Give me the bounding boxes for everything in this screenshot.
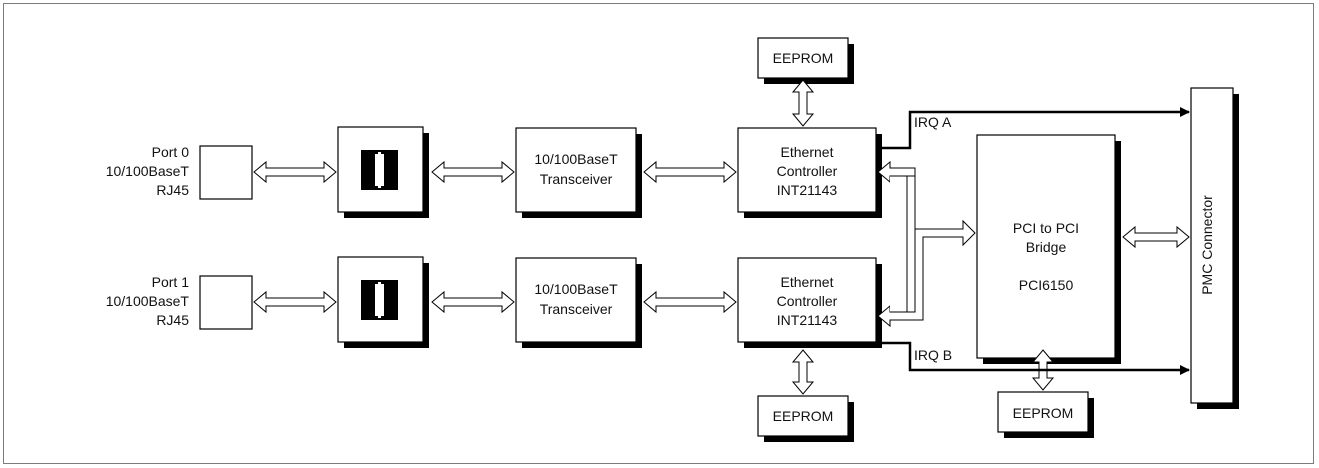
eeprom-bottom-controller: EEPROM [757,395,854,442]
transceiver-0: 10/100BaseT Transceiver [515,127,642,218]
port-0-label: Port 0 10/100BaseT RJ45 [106,144,190,198]
ethernet-controller-0: Ethernet Controller INT21143 [737,127,882,218]
transceiver-1-line-2: Transceiver [540,301,613,317]
arrow-transceiver-0-to-controller [643,160,737,184]
port-1-line-1: Port 1 [152,274,190,290]
pmc-connector: PMC Connector [1190,87,1239,409]
controller-1-line-3: INT21143 [777,312,838,328]
arrow-magnetics-0-to-transceiver [431,160,515,184]
bridge-line-1: PCI to PCI [1013,220,1079,236]
arrow-magnetics-1-to-transceiver [431,290,515,314]
controller-1-line-2: Controller [777,293,838,309]
port-0-line-1: Port 0 [152,144,190,160]
magnetics-0 [337,126,429,218]
arrow-controller-1-to-eeprom-bottom [791,349,815,395]
arrow-controllers-to-bridge-bus [877,160,976,328]
ethernet-controller-1: Ethernet Controller INT21143 [737,257,882,348]
controller-1-line-1: Ethernet [781,274,834,290]
port-0-line-2: 10/100BaseT [106,163,190,179]
rj45-port-1-box [199,275,253,330]
port-1-line-2: 10/100BaseT [106,293,190,309]
rj45-port-0-box [199,145,253,200]
bridge-line-2: Bridge [1026,239,1067,255]
transceiver-1-line-1: 10/100BaseT [534,281,618,297]
controller-0-line-3: INT21143 [777,182,838,198]
transformer-icon [361,280,398,320]
port-0-line-3: RJ45 [156,182,189,198]
irq-a-label: IRQ A [914,114,952,130]
controller-0-line-2: Controller [777,163,838,179]
port-1-label: Port 1 10/100BaseT RJ45 [106,274,190,328]
arrow-bridge-to-pmc [1122,225,1190,249]
eeprom-top-label: EEPROM [773,50,834,66]
arrow-rj45-1-to-magnetics [253,290,337,314]
controller-0-line-1: Ethernet [781,144,834,160]
eeprom-bridge-label: EEPROM [1013,405,1074,421]
pci-bridge: PCI to PCI Bridge PCI6150 [976,134,1121,364]
port-1-line-3: RJ45 [156,312,189,328]
pmc-connector-label: PMC Connector [1199,195,1215,295]
diagram-frame [3,3,1314,464]
eeprom-bridge: EEPROM [997,391,1094,438]
transceiver-0-line-1: 10/100BaseT [534,151,618,167]
magnetics-1 [337,256,429,348]
transceiver-0-line-2: Transceiver [540,171,613,187]
eeprom-bottom-controller-label: EEPROM [773,408,834,424]
arrow-transceiver-1-to-controller [643,290,737,314]
arrow-eeprom-top-to-controller-0 [791,79,815,127]
irq-b-label: IRQ B [914,347,952,363]
irq-b-line [878,341,1190,375]
transformer-icon [361,150,398,190]
irq-a-line [878,107,1190,150]
arrow-rj45-0-to-magnetics [253,160,337,184]
transceiver-1: 10/100BaseT Transceiver [515,257,642,348]
bridge-line-4: PCI6150 [1019,277,1074,293]
eeprom-top: EEPROM [757,37,854,84]
arrow-controllers-to-bridge-bus-inner [890,175,908,313]
